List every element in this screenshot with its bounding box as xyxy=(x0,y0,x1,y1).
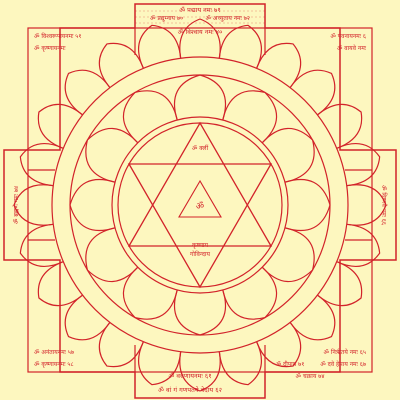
outer-petal xyxy=(179,351,221,392)
inner-petal xyxy=(173,289,227,336)
inner-petal xyxy=(173,74,227,121)
outer-petal xyxy=(317,103,363,149)
yantra-labels: ॐ पद्माय नमः ७१ॐ प्रद्युम्नाय ७० ॐ अच्युत… xyxy=(12,6,388,394)
outer-petal xyxy=(336,223,381,268)
top-gate-text: ॐ प्रद्युम्नाय ७० xyxy=(150,14,183,22)
frame-outline xyxy=(3,3,397,399)
corner-text: ॐ कृष्णायनमः xyxy=(34,44,66,52)
downward-triangle xyxy=(127,163,273,289)
outer-petal xyxy=(98,42,144,88)
bottom-gate-text: ॐ वरुणायनमः ६१ xyxy=(168,372,211,380)
circle-ring xyxy=(51,56,349,354)
corner-text: ॐ विश्वरूपायनमः ५१ xyxy=(34,32,82,40)
central-triangle xyxy=(178,179,222,218)
outer-petal xyxy=(19,142,64,187)
outer-petal xyxy=(256,322,302,368)
inner-petal xyxy=(222,266,278,320)
bottom-gate-text: ॐ चक्राय ७४ xyxy=(296,372,325,380)
corner-text: ॐ दवे हेमाय नमः ६७ xyxy=(320,360,366,368)
center-text: कृष्णाय xyxy=(192,242,208,249)
inner-petal xyxy=(85,227,139,283)
outer-petal xyxy=(346,184,387,226)
upward-triangle xyxy=(127,121,273,247)
center-text: गोविन्दाय xyxy=(190,250,210,258)
outer-petal xyxy=(37,103,83,149)
outer-petal xyxy=(218,24,263,69)
top-gate-text: ॐ विश्वाय नमः ४० xyxy=(178,28,223,36)
corner-text: ॐ निर्ऋतये नमः ६५ xyxy=(324,348,366,356)
outer-petal xyxy=(64,294,111,341)
center-om: ॐ xyxy=(196,201,204,212)
inner-petal xyxy=(85,127,139,183)
corner-text: ॐ वायवे नमः xyxy=(337,44,367,52)
outer-petal xyxy=(137,341,182,386)
outer-petal xyxy=(13,184,54,226)
side-label-left: ॐ ब्रह्मणे नमः ७४ xyxy=(12,186,20,224)
top-gate-text: ॐ पद्माय नमः ७१ xyxy=(179,6,221,14)
circle-ring xyxy=(69,74,331,336)
circle-ring xyxy=(111,116,289,294)
top-gate-text: ॐ अच्युताय नमः ७२ xyxy=(206,14,250,22)
outer-petal xyxy=(179,18,221,59)
outer-lotus-petals xyxy=(13,18,387,392)
inner-petal xyxy=(284,178,331,232)
outer-petal xyxy=(336,142,381,187)
inner-petal xyxy=(261,127,315,183)
outer-petal xyxy=(256,42,302,88)
inner-petal xyxy=(122,90,178,144)
inner-petal xyxy=(222,90,278,144)
corner-text: ॐ अनंतायनमः ५७ xyxy=(34,348,74,356)
bottom-gate-text: ॐ वां गं गणपतये वेदाय ६२ xyxy=(158,386,222,394)
outer-petal xyxy=(137,24,182,69)
center-text: ॐ क्लीं xyxy=(192,144,209,152)
inner-petal xyxy=(261,227,315,283)
hexagram xyxy=(127,121,273,289)
inner-petal xyxy=(69,178,116,232)
outer-petal xyxy=(218,341,263,386)
outer-petal xyxy=(98,322,144,368)
outer-petal xyxy=(64,69,111,116)
corner-text: ॐ पवनायनमः ६ xyxy=(330,32,366,40)
side-label-right: ॐ विष्णवे नमः ६६ xyxy=(380,185,388,225)
bhupura-frame xyxy=(3,3,397,399)
inner-petal xyxy=(122,266,178,320)
outer-petal xyxy=(289,294,336,341)
outer-petal xyxy=(289,69,336,116)
inner-square xyxy=(27,27,373,373)
bottom-gate-text: ॐ दीपाय ७१ xyxy=(276,360,305,368)
outer-petal xyxy=(19,223,64,268)
corner-text: ॐ कृष्णायनमः ५८ xyxy=(34,360,74,368)
outer-petal xyxy=(37,261,83,307)
outer-petal xyxy=(317,261,363,307)
